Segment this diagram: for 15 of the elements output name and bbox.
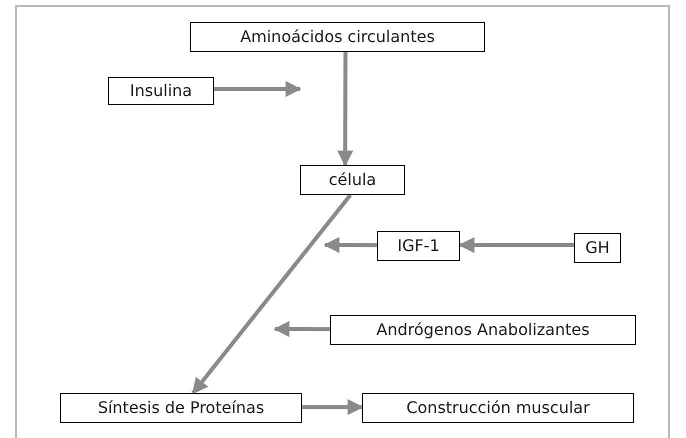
label-box: Andrógenos Anabolizantes: [330, 315, 636, 345]
label-box: Síntesis de Proteínas: [60, 393, 302, 423]
arrow: [323, 237, 377, 254]
label-box: IGF-1: [377, 231, 460, 261]
label-box: célula: [300, 165, 405, 195]
label-box: Construcción muscular: [362, 393, 634, 423]
label-box: GH: [574, 233, 621, 263]
arrow: [458, 237, 574, 254]
arrow: [273, 321, 330, 338]
arrow: [192, 194, 352, 394]
arrow: [214, 81, 302, 97]
label-box: Aminoácidos circulantes: [190, 22, 485, 52]
label-box: Insulina: [108, 77, 214, 105]
arrow: [302, 399, 364, 416]
arrow: [337, 52, 354, 167]
